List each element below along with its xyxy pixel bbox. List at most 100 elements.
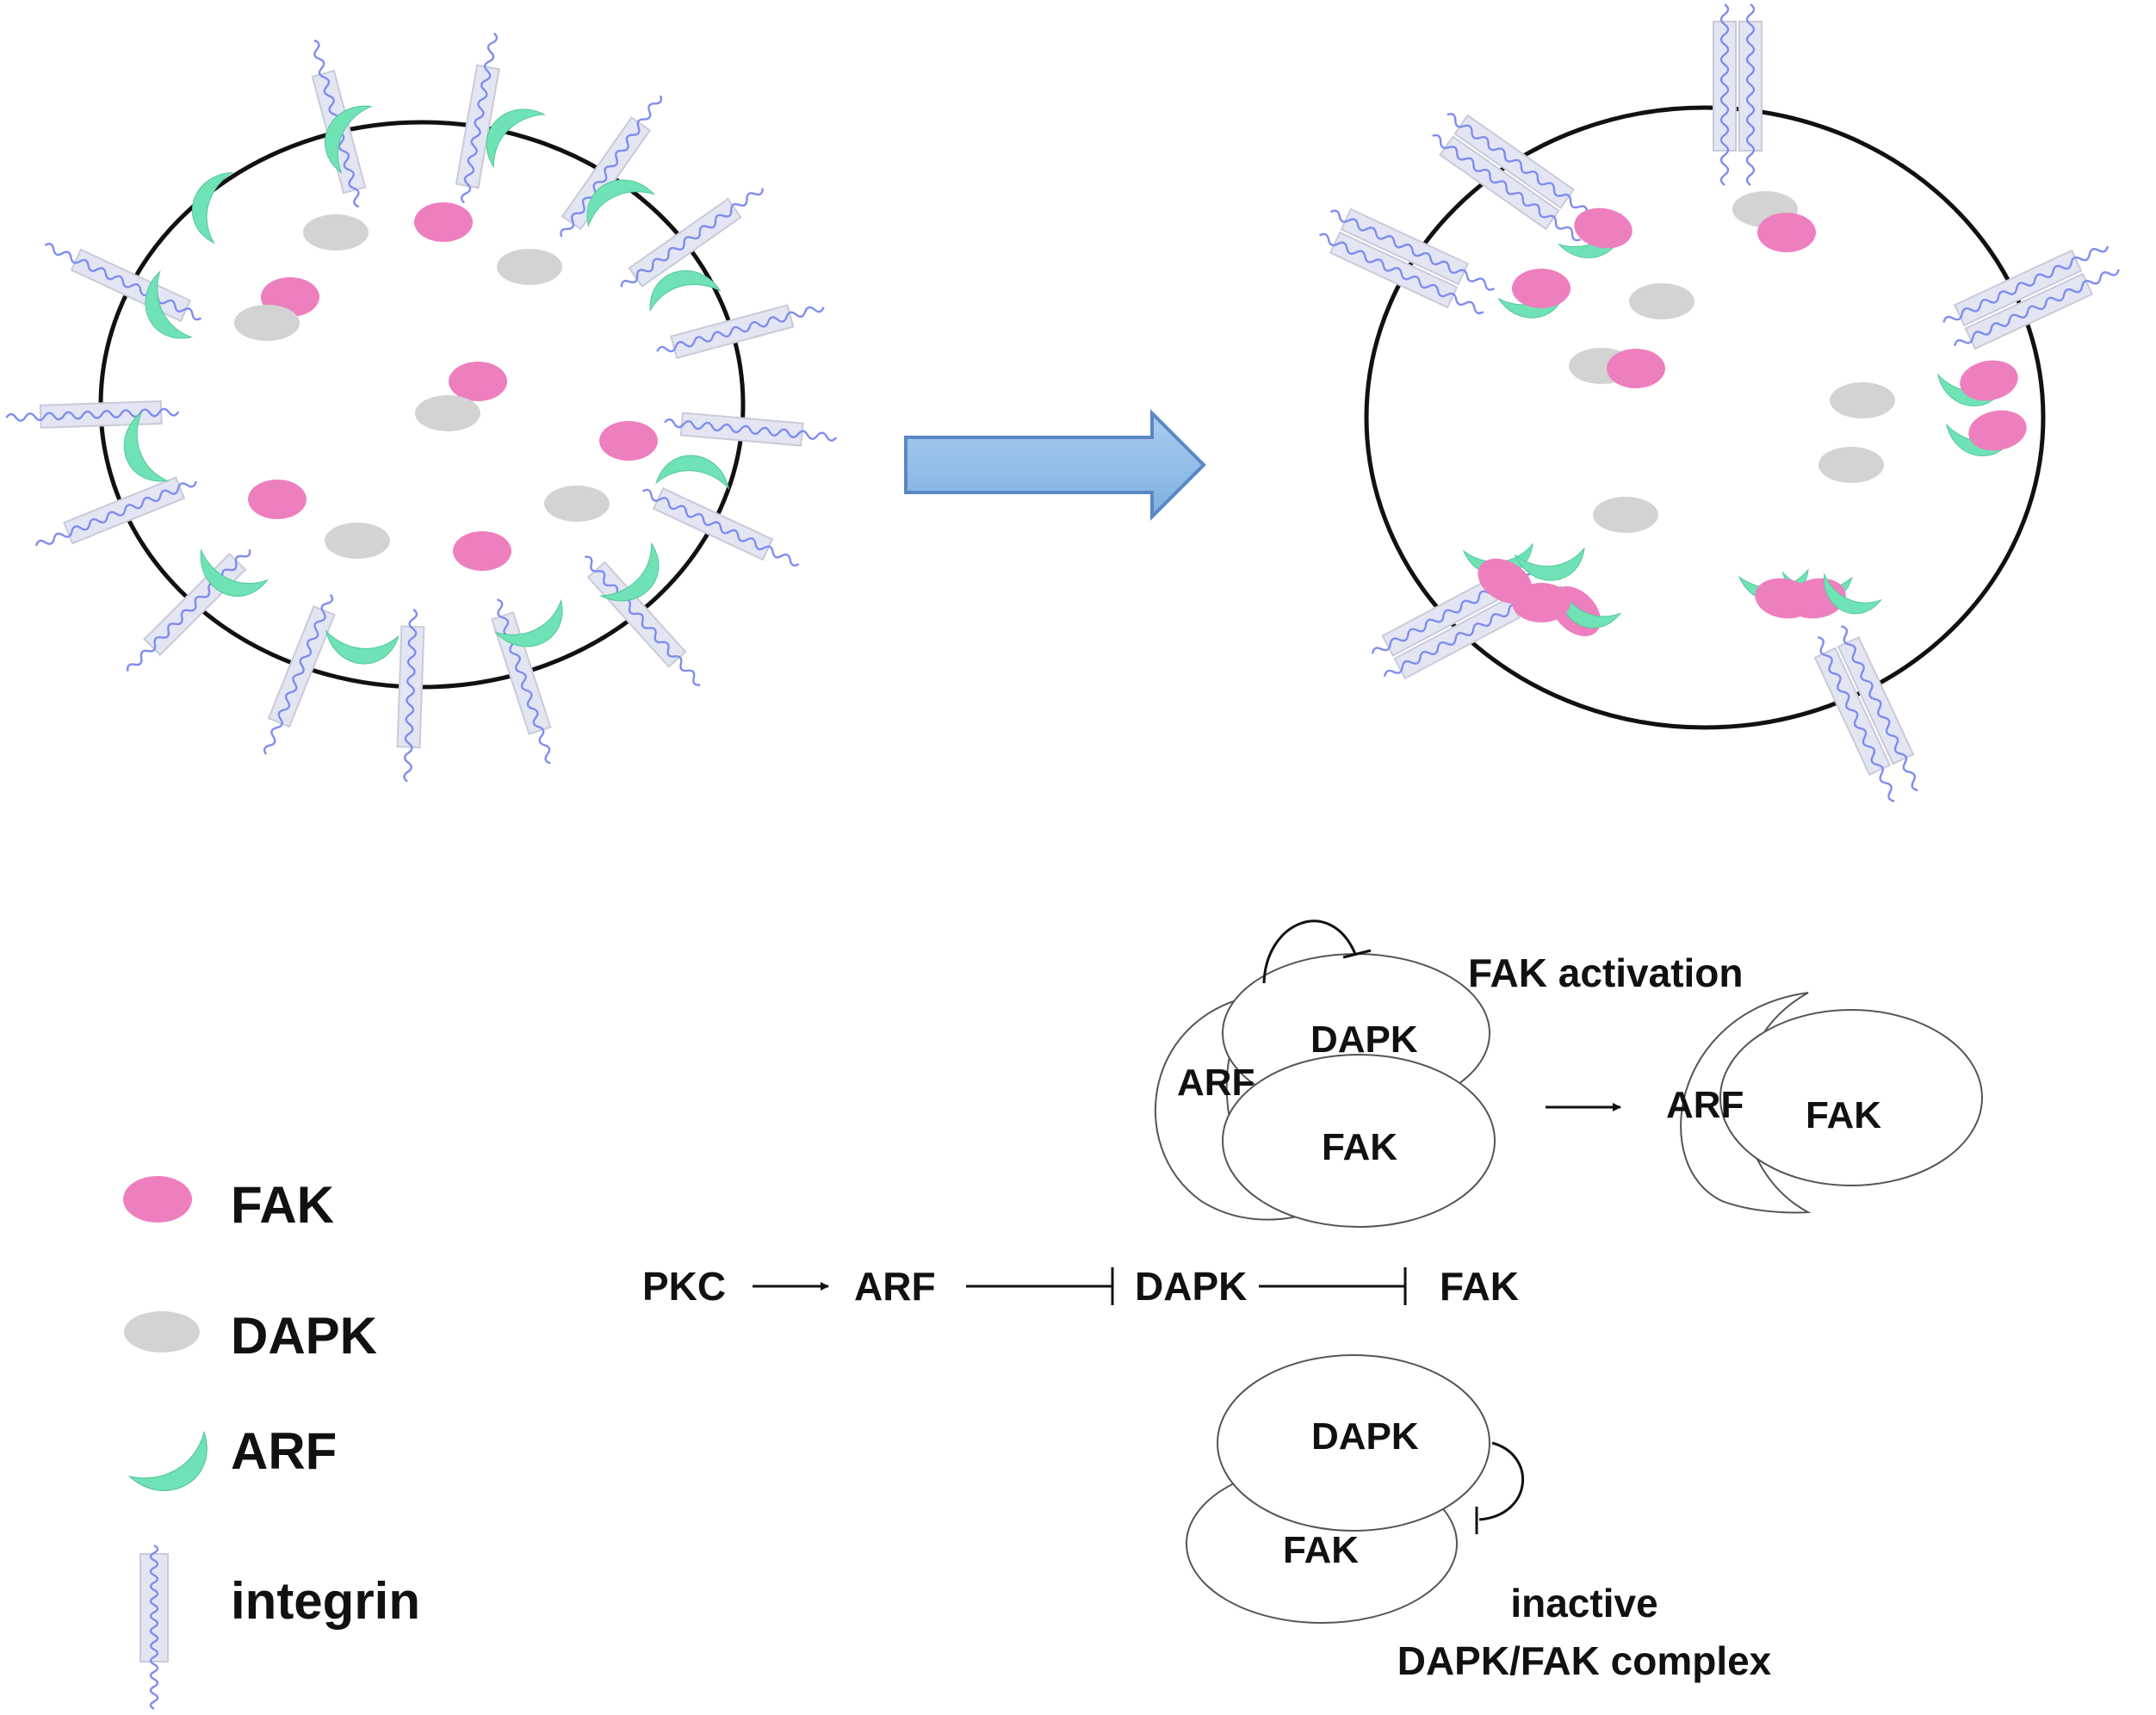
- inactive-fak-label: FAK: [1283, 1529, 1359, 1571]
- legend-arf-swatch: [127, 1430, 208, 1491]
- fak-protein: [1512, 269, 1571, 308]
- inactive-caption-line1: inactive: [1510, 1581, 1657, 1625]
- arf-protein: [649, 269, 722, 313]
- inactive-inhibition-loop: [1478, 1441, 1524, 1521]
- right-cell: [1318, 3, 2120, 802]
- fak-protein: [1757, 213, 1816, 252]
- integrin-receptor: [1813, 636, 1895, 802]
- fak-protein: [1574, 207, 1632, 249]
- inactive-caption-line2: DAPK/FAK complex: [1397, 1638, 1772, 1683]
- integrin-receptor: [585, 555, 701, 686]
- legend-arf-label: ARF: [231, 1422, 337, 1480]
- self-inhibition-bar: [1342, 949, 1372, 959]
- clustered-integrin-pair: [1432, 113, 1596, 242]
- left-cell-proteins: [5, 32, 838, 783]
- clustered-integrin-pair: [1318, 207, 1496, 314]
- fak-protein: [449, 362, 507, 401]
- pathway-node-fak: FAK: [1440, 1264, 1519, 1309]
- arf-protein: [191, 171, 234, 245]
- integrin-receptor: [560, 95, 663, 238]
- integrin-receptor: [491, 598, 552, 765]
- fak-protein: [1960, 360, 2018, 401]
- fak-protein: [248, 480, 307, 519]
- clustered-integrin-pair: [1942, 245, 2120, 350]
- fak-protein: [1512, 583, 1571, 622]
- signaling-pathway: PKC ARF DAPK FAK: [642, 1264, 1519, 1309]
- fak-protein: [1968, 410, 2027, 451]
- integrin-receptor: [1318, 231, 1484, 314]
- integrin-receptor: [1837, 625, 1918, 792]
- dapk-protein: [1593, 497, 1658, 533]
- arf-protein: [655, 455, 730, 491]
- integrin-receptor: [656, 304, 825, 360]
- dapk-protein: [1818, 447, 1884, 483]
- integrin-receptor: [35, 476, 197, 547]
- integrin-receptor: [1738, 3, 1763, 186]
- clustered-integrin-pair: [1713, 3, 1763, 186]
- complex-fak-ellipse: [1222, 1054, 1496, 1228]
- legend-integrin-label: integrin: [231, 1572, 420, 1630]
- self-inhibition-loop: [1262, 919, 1357, 984]
- integrin-receptor: [5, 399, 180, 429]
- complex-fak-label: FAK: [1322, 1126, 1397, 1168]
- arf-protein: [1514, 547, 1585, 581]
- dapk-protein: [1629, 283, 1694, 319]
- pathway-node-pkc: PKC: [642, 1264, 726, 1309]
- dapk-protein: [544, 486, 610, 522]
- fak-protein: [599, 421, 658, 461]
- integrin-receptor: [396, 608, 425, 783]
- legend: FAK DAPK ARF integrin: [123, 1176, 420, 1711]
- arf-dapk-fak-complex: [1154, 919, 1496, 1228]
- arf-protein: [586, 179, 656, 228]
- active-fak-label: FAK: [1806, 1094, 1881, 1136]
- complex-dapk-label: DAPK: [1310, 1018, 1418, 1061]
- arf-protein: [325, 628, 400, 665]
- arf-protein: [200, 548, 270, 597]
- clustered-integrin-pair: [1813, 625, 1918, 802]
- dapk-fak-inactive-complex: [1186, 1354, 1524, 1624]
- arf-fak-active-pair: [1680, 992, 1983, 1214]
- integrin-receptor: [620, 188, 764, 288]
- integrin-receptor: [44, 243, 202, 323]
- integrin-swatch-shape: [139, 1544, 169, 1711]
- legend-integrin-swatch: [139, 1544, 169, 1711]
- integrin-receptor: [1713, 3, 1737, 186]
- integrin-receptor: [1954, 269, 2120, 350]
- legend-dapk-swatch: [124, 1311, 200, 1353]
- dapk-protein: [497, 249, 562, 285]
- fak-protein: [453, 531, 511, 571]
- active-fak-ellipse: [1719, 1009, 1983, 1186]
- arf-protein: [598, 542, 660, 602]
- dapk-protein: [415, 395, 480, 431]
- dapk-protein: [234, 305, 300, 341]
- arf-protein: [1824, 573, 1883, 615]
- dapk-protein: [1830, 382, 1895, 418]
- pathway-node-arf: ARF: [854, 1264, 936, 1309]
- legend-fak-label: FAK: [231, 1176, 334, 1234]
- integrin-receptor: [1447, 113, 1596, 220]
- transition-arrow: [904, 409, 1206, 521]
- dapk-protein: [303, 214, 369, 251]
- arf-protein: [486, 108, 547, 169]
- integrin-receptor: [1432, 133, 1581, 242]
- active-arf-label: ARF: [1666, 1084, 1744, 1126]
- fak-protein: [414, 202, 473, 242]
- integrin-receptor: [641, 486, 800, 567]
- fak-activation-caption: FAK activation: [1468, 950, 1744, 995]
- arf-protein: [325, 105, 374, 175]
- arf-swatch-shape: [127, 1430, 208, 1491]
- complex-arf-crescent: [1154, 993, 1303, 1221]
- arf-protein: [145, 269, 194, 339]
- arf-protein: [493, 598, 563, 647]
- inactive-dapk-label: DAPK: [1311, 1415, 1419, 1458]
- right-cell-proteins: [1318, 3, 2120, 802]
- arf-protein: [123, 411, 169, 482]
- dapk-protein: [325, 523, 390, 559]
- integrin-receptor: [263, 594, 336, 755]
- integrin-receptor: [664, 412, 838, 447]
- pathway-node-dapk: DAPK: [1135, 1264, 1247, 1309]
- integrin-receptor: [1942, 245, 2110, 327]
- integrin-receptor: [1329, 207, 1496, 291]
- fak-protein: [1607, 349, 1665, 388]
